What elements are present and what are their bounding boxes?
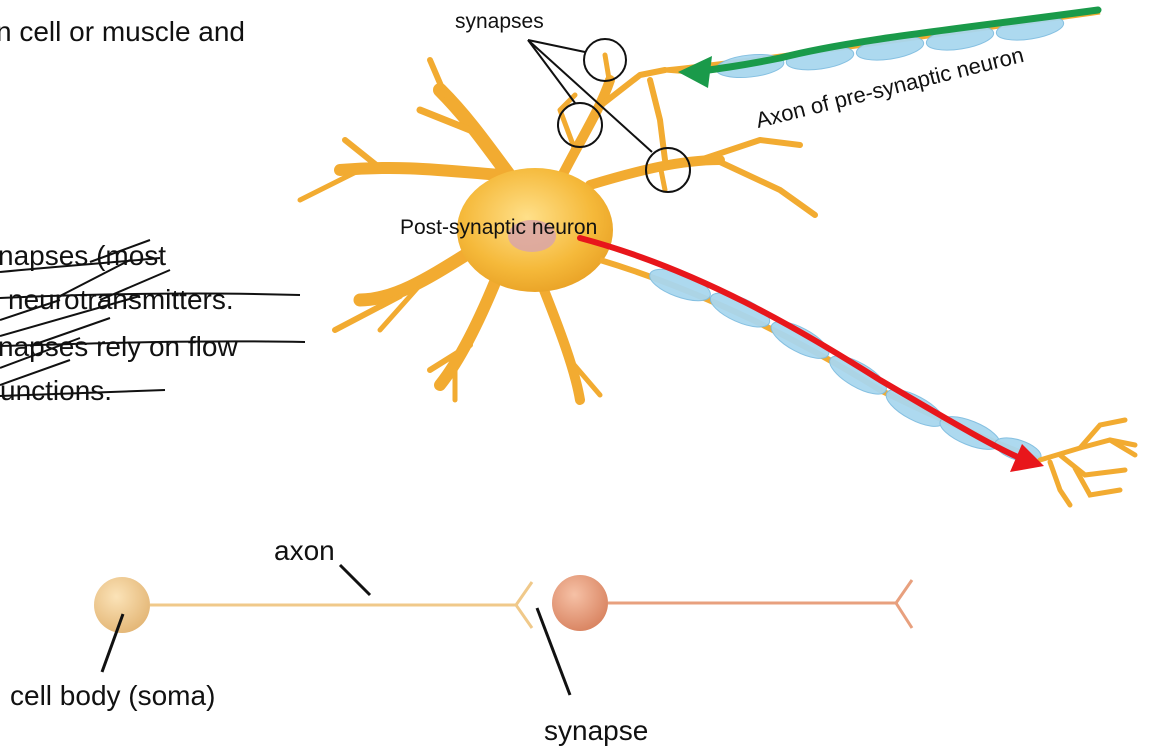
simple-neuron-diagram [94,563,914,696]
postsynaptic-neuron-label: Post-synaptic neuron [400,216,597,239]
cell-body-pointer [100,613,125,673]
cell-body-label: cell body (soma) [10,680,215,711]
axon-terminal-fork [514,581,534,629]
cell-body-ball [94,577,150,633]
post-synaptic-neuron-illustration [297,9,1138,508]
axon-terminal [1037,417,1138,508]
struck-line-3: napses rely on flow [0,331,238,362]
synapse-circle [645,147,691,193]
paragraph-text-line: n cell or muscle and [0,16,245,47]
red-arrow [577,235,1044,472]
struck-text-block: napses (most neurotransmitters. napses r… [0,239,306,406]
post-axon-fork [894,579,914,629]
synapse-markers [527,38,691,193]
nucleus [508,220,556,252]
struck-line-1: napses (most [0,240,166,271]
synapse-label: synapse [544,715,648,746]
axon-label: axon [274,535,335,566]
strikethrough-scribbles [0,239,306,397]
synapse-pointer [535,607,572,696]
green-arrow [678,6,1102,88]
synapses-label: synapses [455,10,544,33]
axon-pointer [338,563,372,597]
struck-line-2: neurotransmitters. [8,284,234,315]
synapse-circle [557,102,603,148]
myelin-sheath [649,268,1042,463]
synapse-circle [583,38,627,82]
struck-line-4: unctions. [0,375,112,406]
post-cell-body-ball [552,575,608,631]
